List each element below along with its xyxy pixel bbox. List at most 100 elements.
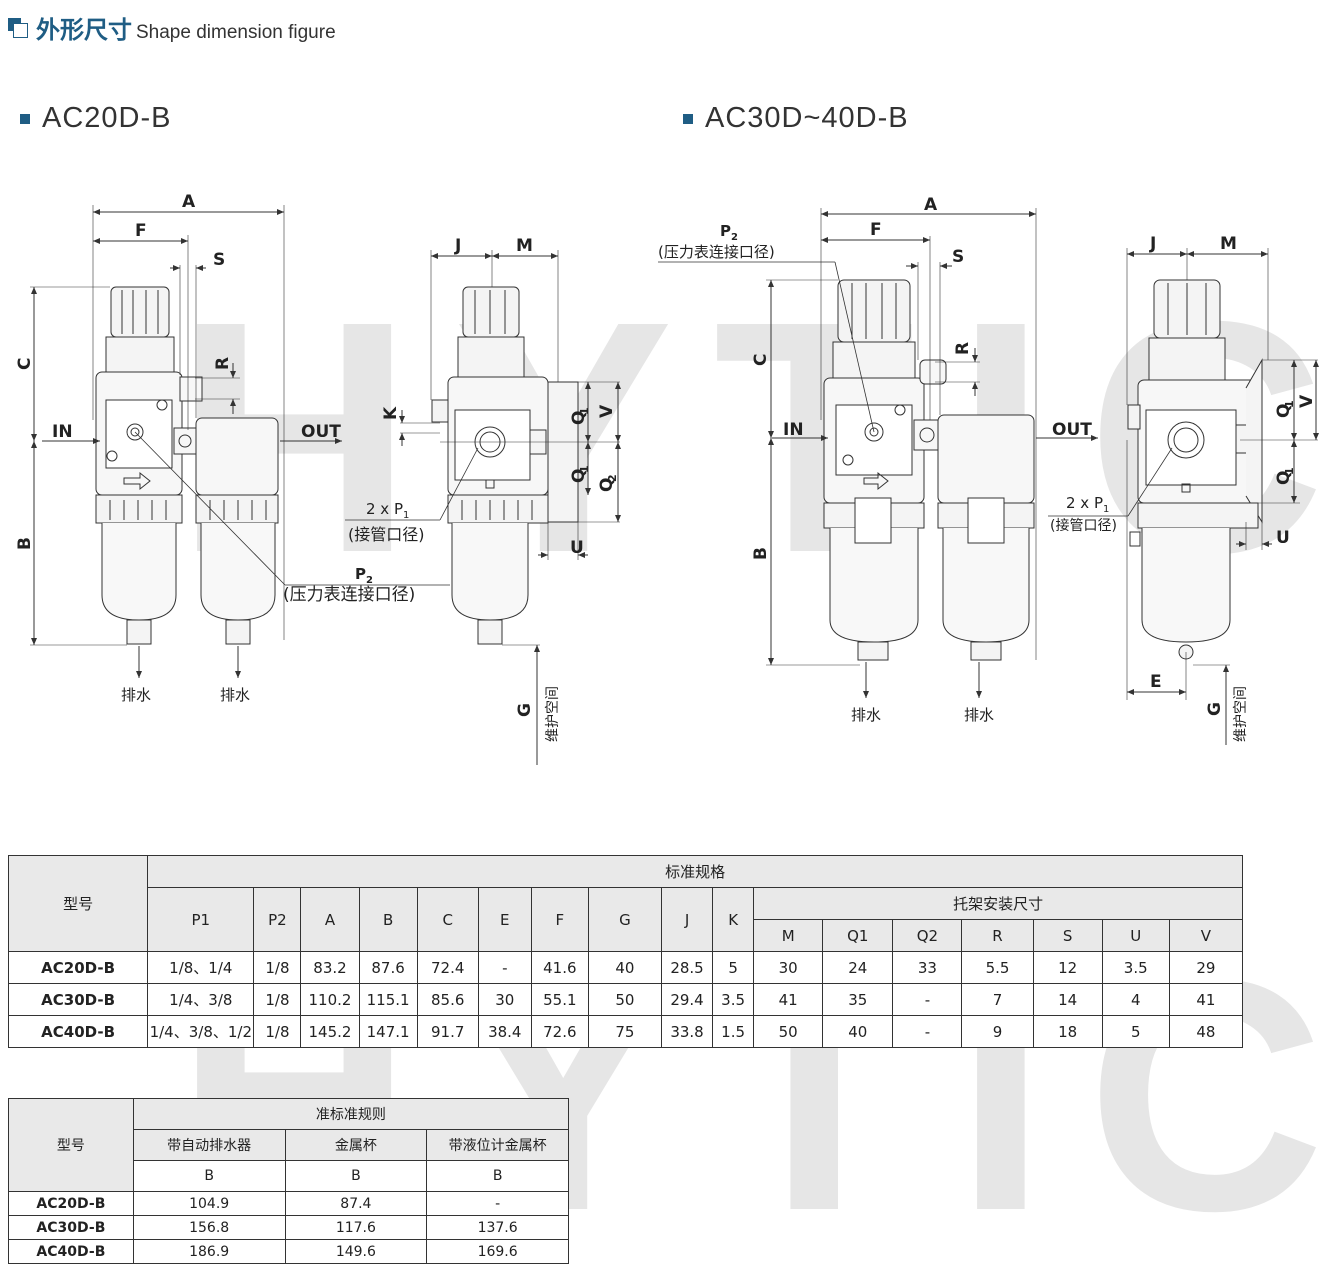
- value-cell: 1/8: [253, 951, 302, 984]
- maint-space-label: 维护空间: [545, 686, 561, 742]
- value-cell: 14: [1032, 983, 1103, 1016]
- model-header: 型号: [8, 1098, 134, 1192]
- value-cell: 35: [822, 983, 894, 1016]
- value-cell: 12: [1032, 951, 1103, 984]
- dim-a-label: A: [182, 192, 196, 212]
- value-cell: 117.6: [284, 1215, 428, 1240]
- value-cell: 50: [753, 1015, 824, 1048]
- dim-b-label-r: B: [751, 547, 771, 560]
- section-label: AC20D-B: [42, 102, 172, 134]
- value-cell: 137.6: [426, 1215, 569, 1240]
- value-cell: 40: [587, 951, 663, 984]
- column-header-c: C: [416, 887, 479, 952]
- port-out-label-r: OUT: [1052, 420, 1092, 440]
- column-header-g: G: [587, 887, 663, 952]
- value-cell: 29.4: [660, 983, 714, 1016]
- value-cell: 41.6: [530, 951, 589, 984]
- dim-s-label-r: S: [952, 247, 964, 267]
- dim-r-label-r: R: [953, 342, 973, 355]
- value-cell: 1.5: [712, 1015, 755, 1048]
- value-cell: 5.5: [961, 951, 1034, 984]
- page-header: 外形尺寸 Shape dimension figure: [8, 10, 336, 45]
- q-subscript-1-r: 1: [1283, 400, 1296, 408]
- section-label: AC30D~40D-B: [705, 102, 909, 134]
- value-cell: 7: [961, 983, 1034, 1016]
- port-in-label-r: IN: [783, 420, 804, 440]
- column-header-k: K: [712, 887, 755, 952]
- value-cell: 30: [477, 983, 532, 1016]
- left-front-view: [30, 205, 450, 678]
- value-cell: 18: [1032, 1015, 1103, 1048]
- dim-b-label: B: [15, 537, 35, 550]
- column-header-p1: P1: [147, 887, 255, 952]
- model-header: 型号: [7, 855, 149, 952]
- dim-q1b-label: Q: [569, 469, 589, 483]
- column-header: 带液位计金属杯: [426, 1129, 569, 1161]
- value-cell: 4: [1101, 983, 1170, 1016]
- dim-g-label-r: G: [1205, 702, 1225, 716]
- dim-q1-label: Q: [569, 411, 589, 425]
- model-cell: AC30D-B: [7, 983, 149, 1016]
- dim-a-label-r: A: [924, 195, 938, 215]
- value-cell: 1/4、3/8: [147, 983, 255, 1016]
- value-cell: -: [892, 983, 963, 1016]
- value-cell: 1/4、3/8、1/2: [147, 1015, 255, 1048]
- dim-q2-label: Q: [597, 478, 617, 492]
- column-header-p2: P2: [253, 887, 302, 952]
- column-header-e: E: [477, 887, 532, 952]
- left-side-view: [345, 250, 621, 765]
- dim-u-label-r: U: [1276, 528, 1290, 548]
- value-cell: 145.2: [300, 1015, 360, 1048]
- value-cell: 85.6: [416, 983, 479, 1016]
- bracket-column-header-u: U: [1101, 919, 1170, 952]
- p1-desc: (接管口径): [348, 525, 425, 544]
- port-in-label: IN: [52, 422, 73, 442]
- column-header-f: F: [530, 887, 589, 952]
- bracket-header: 托架安装尺寸: [753, 887, 1243, 920]
- p2-desc-r: (压力表连接口径): [658, 243, 775, 261]
- model-cell: AC40D-B: [7, 1015, 149, 1048]
- dim-g-label: G: [515, 703, 535, 717]
- page-title-cn: 外形尺寸: [36, 16, 132, 44]
- dim-q1b-label-r: Q: [1274, 471, 1294, 485]
- p1-label: 2 x P1: [366, 500, 409, 521]
- column-header: 带自动排水器: [132, 1129, 286, 1161]
- p2-label-r: P2: [720, 222, 738, 243]
- bracket-column-header-q2: Q2: [892, 919, 963, 952]
- value-cell: 3.5: [712, 983, 755, 1016]
- bracket-column-header-r: R: [961, 919, 1034, 952]
- value-cell: 83.2: [300, 951, 360, 984]
- dim-j-label: J: [454, 236, 461, 256]
- model-cell: AC20D-B: [8, 1191, 134, 1216]
- value-cell: 1/8: [253, 983, 302, 1016]
- dim-f-label-r: F: [870, 220, 882, 240]
- section-ac30d-40d: AC30D~40D-B: [683, 102, 909, 135]
- sub-column-header: B: [132, 1160, 286, 1192]
- model-cell: AC20D-B: [7, 951, 149, 984]
- value-cell: 48: [1168, 1015, 1244, 1048]
- value-cell: 75: [587, 1015, 663, 1048]
- value-cell: 72.6: [530, 1015, 589, 1048]
- drain-label: 排水: [121, 686, 151, 704]
- value-cell: 33.8: [660, 1015, 714, 1048]
- bracket-column-header-q1: Q1: [822, 919, 894, 952]
- page-title-en: Shape dimension figure: [136, 22, 336, 43]
- value-cell: -: [892, 1015, 963, 1048]
- value-cell: 40: [822, 1015, 894, 1048]
- dim-k-label: K: [381, 406, 401, 420]
- value-cell: 87.4: [284, 1191, 428, 1216]
- value-cell: -: [477, 951, 532, 984]
- value-cell: 169.6: [426, 1239, 569, 1264]
- value-cell: 50: [587, 983, 663, 1016]
- group-header: 标准规格: [147, 855, 1243, 888]
- value-cell: 149.6: [284, 1239, 428, 1264]
- dimension-drawing: A F S C B R IN OUT J M K Q Q V Q U G A F…: [15, 192, 1319, 765]
- square-bullet-icon: [20, 113, 30, 124]
- dim-u-label: U: [570, 538, 584, 558]
